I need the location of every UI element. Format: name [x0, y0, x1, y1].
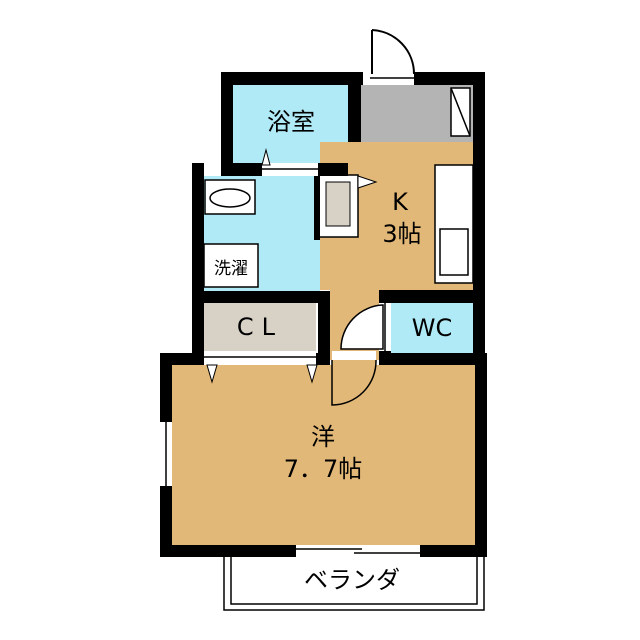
- closet-floor: [204, 303, 316, 351]
- entrance-door: [370, 29, 416, 85]
- western-room-floor: [172, 365, 475, 545]
- washer-space: [203, 243, 259, 288]
- shoe-closet: [450, 87, 471, 137]
- fridge-inner: [325, 181, 351, 227]
- kitchen-name-label: K: [392, 188, 409, 216]
- vanity-sink: [204, 179, 256, 215]
- western-name-label: 洋: [311, 423, 335, 451]
- hall-door: [331, 351, 377, 406]
- toilet-label: WC: [412, 314, 453, 342]
- western-size-label: 7．7帖: [284, 455, 363, 483]
- balcony-window: [296, 545, 420, 557]
- bath-door: [261, 148, 318, 176]
- kitchen-counter: [434, 164, 474, 284]
- closet-label: CL: [237, 313, 283, 341]
- balcony-label: ベランダ: [304, 566, 400, 594]
- toilet-door: [340, 303, 391, 351]
- washer-label: 洗濯: [214, 259, 248, 279]
- bath-label: 浴室: [267, 108, 315, 136]
- toilet-floor: [391, 303, 473, 353]
- kitchen-size-label: 3帖: [382, 220, 421, 248]
- closet-doors: [204, 351, 318, 384]
- side-window: [160, 422, 172, 486]
- sink: [439, 228, 469, 276]
- balcony: [223, 557, 485, 611]
- kitchen-arrow: [357, 175, 378, 189]
